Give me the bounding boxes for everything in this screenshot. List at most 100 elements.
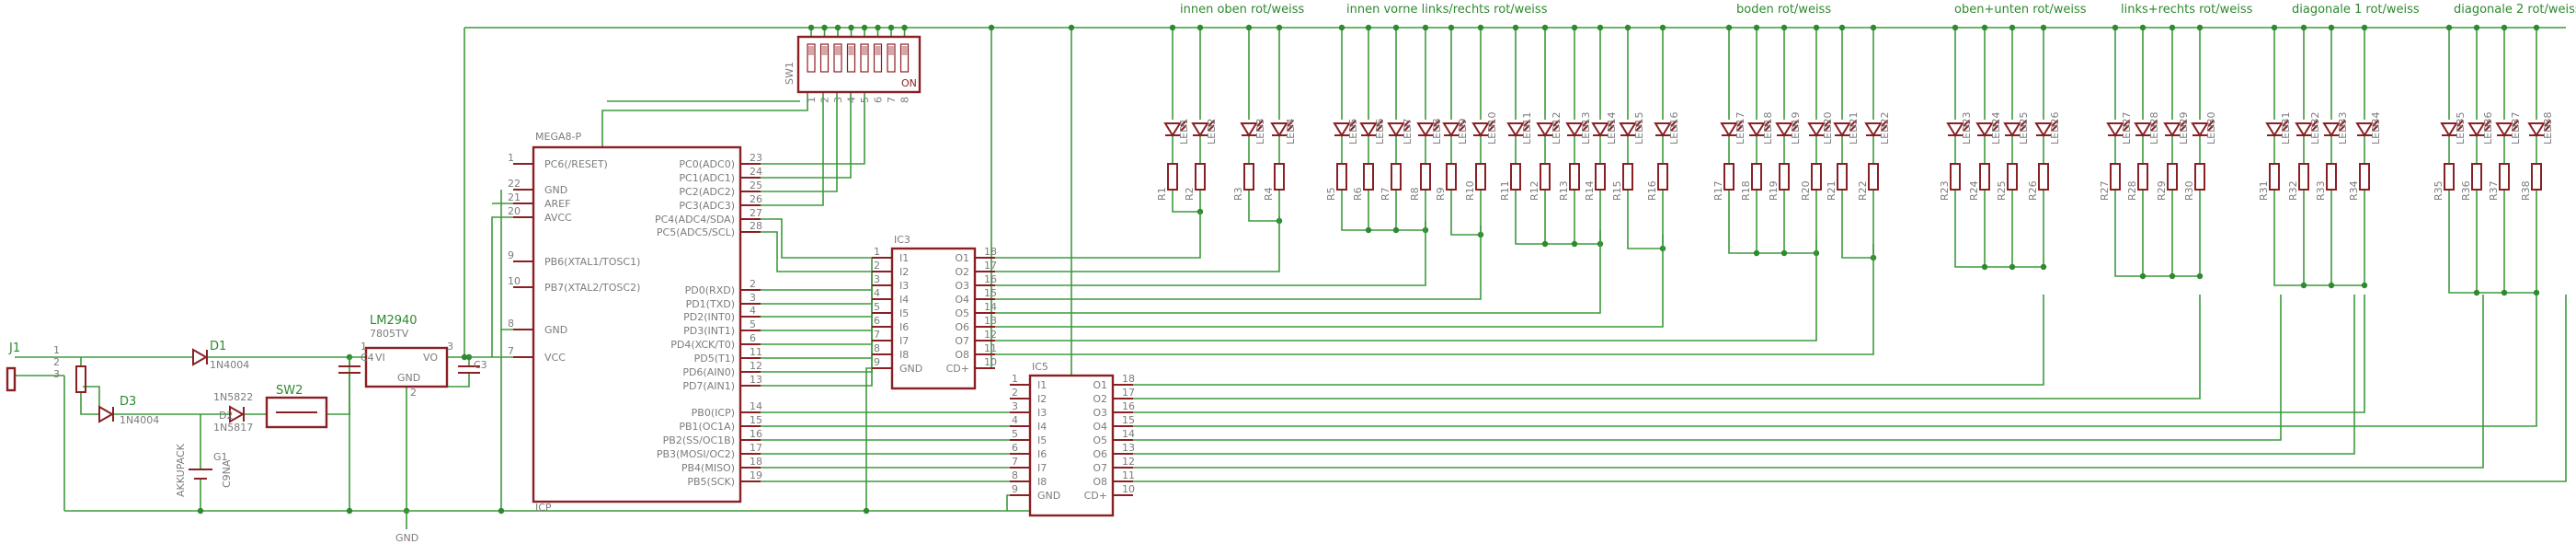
resistor-label: R24: [1968, 180, 1980, 201]
led-label: LED4: [1285, 118, 1297, 145]
resistor-symbol: [2499, 163, 2510, 191]
driver-output-name: O8: [955, 349, 969, 361]
led-ray: [1670, 124, 1677, 132]
dip-switch-knob: [835, 46, 841, 55]
resistor-symbol: [2531, 163, 2542, 191]
resistor-label: R4: [1263, 187, 1275, 201]
led-ray: [1180, 120, 1187, 127]
mcu-right-pin-name: PD6(AIN0): [682, 366, 735, 378]
junction-dot: [2040, 24, 2047, 31]
group-return-wire: [1341, 198, 1425, 231]
led-label: LED24: [1990, 111, 2002, 145]
resistor-symbol: [1195, 163, 1206, 191]
group-return-wire: [1627, 198, 1663, 249]
resistor-label: R38: [2520, 180, 2532, 201]
driver-input-pin-no: 4: [874, 287, 880, 299]
dip-switch-knob: [888, 46, 894, 55]
driver-input-name: I3: [899, 280, 909, 292]
resistor-symbol: [1779, 163, 1790, 191]
driver-input-pin-no: 2: [874, 260, 880, 272]
resistor-symbol: [2038, 163, 2049, 191]
junction-dot: [1245, 24, 1253, 31]
group-return-wire: [1954, 198, 2044, 268]
ic3-gnd-wire: [865, 367, 872, 511]
led-label: LED1: [1178, 118, 1190, 145]
resistor-label: R9: [1435, 187, 1447, 201]
driver-input-pin-no: 9: [1012, 483, 1018, 495]
driver-output-pin-no: 14: [1122, 428, 1135, 440]
mcu-right-pin-no: 5: [750, 318, 756, 330]
driver-output-name: O7: [955, 335, 969, 347]
led-symbol: [1864, 122, 1883, 137]
junction-dot: [1624, 24, 1631, 31]
d2-name: D2: [219, 410, 233, 422]
driver-output-name: O3: [955, 280, 969, 292]
resistor-label: R22: [1857, 180, 1869, 201]
resistor-label: R20: [1800, 180, 1812, 201]
dip-pin-number: 2: [819, 97, 831, 103]
driver-input-pin-no: 2: [1012, 387, 1018, 399]
led-symbol: [1240, 122, 1258, 137]
driver-input-pin-no: 7: [874, 329, 880, 341]
junction-dot: [1659, 24, 1666, 31]
group-return-wire: [1172, 198, 1200, 213]
driver-output-pin-no: 13: [984, 315, 997, 327]
led-ray: [1208, 124, 1215, 132]
led-symbol: [2003, 122, 2021, 137]
led-ray: [1670, 120, 1677, 127]
junction-dot: [2139, 272, 2147, 280]
led-symbol: [1387, 122, 1405, 137]
sw2-name: SW2: [276, 384, 303, 398]
led-ray: [1849, 124, 1857, 132]
led-symbol: [1333, 122, 1351, 137]
led-label: LED34: [2370, 111, 2382, 145]
resistor-label: R16: [1646, 180, 1658, 201]
resistor-label: R2: [1184, 187, 1196, 201]
driver-output-name: CD+: [1084, 490, 1107, 502]
resistor-label: R21: [1826, 180, 1838, 201]
driver-output-name: O6: [955, 321, 969, 333]
j1-pin-number: 2: [53, 356, 60, 368]
led-label: LED23: [1961, 111, 1973, 145]
driver-output-pin-no: 10: [1122, 483, 1135, 495]
resistor-label: R37: [2488, 180, 2500, 201]
resistor-symbol: [2137, 163, 2148, 191]
junction-dot: [1838, 24, 1846, 31]
led-label: LED10: [1486, 111, 1498, 145]
junction-dot: [901, 24, 908, 31]
driver-input-pin-no: 3: [874, 273, 880, 285]
led-symbol: [1619, 122, 1637, 137]
resistor-symbol: [2194, 163, 2205, 191]
resistor-label: R23: [1939, 180, 1951, 201]
led-label: LED8: [1431, 118, 1443, 145]
driver-output-pin-no: 11: [984, 342, 997, 354]
resistor-symbol: [1979, 163, 1990, 191]
led-label: LED31: [2280, 111, 2292, 145]
driver-input-pin-no: 5: [1012, 428, 1018, 440]
mcu-right-pin-no: 17: [750, 442, 762, 454]
led-symbol: [1807, 122, 1826, 137]
led-symbol: [2495, 122, 2513, 137]
pc-to-dip-wire: [761, 92, 824, 206]
driver-input-name: I8: [899, 349, 909, 361]
led-ray: [1608, 124, 1615, 132]
led-symbol: [1975, 122, 1994, 137]
led-ray: [2282, 124, 2289, 132]
mcu-right-pin-no: 18: [750, 456, 762, 468]
led-ray: [2512, 124, 2519, 132]
driver-output-name: O5: [1093, 434, 1107, 446]
led-symbol: [1442, 122, 1460, 137]
junction-dot: [1541, 24, 1549, 31]
led-ray: [1433, 124, 1440, 132]
led-label: LED29: [2178, 111, 2190, 145]
driver-output-name: O1: [1093, 379, 1107, 391]
led-symbol: [1163, 122, 1182, 137]
d3-symbol: [98, 405, 115, 423]
group-return-wire: [1841, 198, 1873, 259]
mcu-right-pin-name: PC0(ADC0): [679, 158, 735, 170]
resistor-symbol: [2471, 163, 2482, 191]
driver-output-name: O1: [955, 252, 969, 264]
dip-switch-knob: [875, 46, 881, 55]
